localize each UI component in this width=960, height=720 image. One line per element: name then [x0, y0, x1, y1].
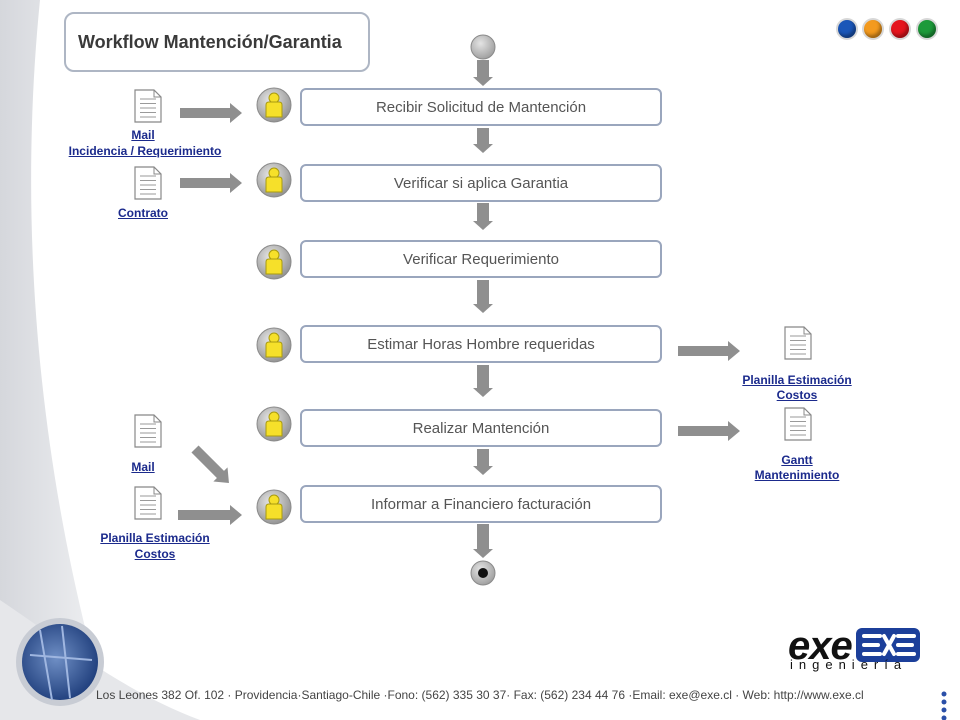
right-arrow: [178, 505, 242, 525]
right-arrow: [180, 103, 242, 123]
workflow-step: Verificar si aplica Garantia: [300, 164, 662, 202]
logo-exe-mark: [856, 628, 920, 662]
page-title: Workflow Mantención/Garantia: [78, 31, 342, 52]
edge-dot: [941, 699, 947, 705]
start-node: [470, 34, 496, 60]
document-icon-fold: [153, 90, 161, 98]
color-dot: [838, 20, 856, 38]
document-icon: [134, 166, 162, 200]
down-arrow: [473, 60, 493, 86]
footer-contact: Los Leones 382 Of. 102 · Providencia·San…: [96, 688, 864, 702]
input-label-contrato: Contrato: [118, 206, 168, 220]
color-dot: [891, 20, 909, 38]
end-node-center: [478, 568, 488, 578]
input-label-costos: Costos: [134, 547, 176, 561]
person-icon-body: [265, 503, 283, 520]
globe-icon: [22, 624, 98, 700]
input-label-mail: Mail: [131, 128, 155, 142]
down-arrow: [473, 280, 493, 313]
color-dot: [864, 20, 882, 38]
document-icon-fold: [153, 415, 161, 423]
color-dot: [918, 20, 936, 38]
person-icon-body: [265, 176, 283, 193]
output-label-costos: Costos: [776, 388, 818, 402]
down-arrow: [473, 524, 493, 558]
output-label-gantt: Gantt: [781, 453, 813, 467]
diagonal-arrow-shape: [191, 445, 229, 483]
workflow-step: Recibir Solicitud de Mantención: [300, 88, 662, 126]
logo-exe-text: exe: [788, 624, 853, 668]
down-arrow: [473, 128, 493, 153]
diagonal-arrow: [191, 445, 229, 483]
workflow-step: Realizar Mantención: [300, 409, 662, 447]
right-arrow: [180, 173, 242, 193]
document-icon: [134, 486, 162, 520]
right-arrow: [678, 341, 740, 361]
document-icon-fold: [153, 487, 161, 495]
document-icon: [784, 326, 812, 360]
input-label-planilla: Planilla Estimación: [100, 531, 210, 545]
right-arrow: [678, 421, 740, 441]
document-icon-fold: [803, 408, 811, 416]
input-label-incidencia: Incidencia / Requerimiento: [68, 144, 222, 158]
document-icon: [784, 407, 812, 441]
document-icon: [134, 414, 162, 448]
workflow-step: Informar a Financiero facturación: [300, 485, 662, 523]
document-icon: [134, 89, 162, 123]
edge-dot: [941, 707, 947, 713]
person-icon-body: [265, 101, 283, 118]
title-box: Workflow Mantención/Garantia: [64, 12, 370, 72]
logo-tagline: ingeniería: [790, 657, 908, 672]
down-arrow: [473, 203, 493, 230]
person-icon-body: [265, 420, 283, 437]
workflow-step: Verificar Requerimiento: [300, 240, 662, 278]
globe-lines: [29, 625, 93, 701]
edge-dot: [941, 691, 947, 697]
person-icon-body: [265, 258, 283, 275]
down-arrow: [473, 365, 493, 397]
edge-dot: [941, 715, 947, 720]
input-label-mail-2: Mail: [131, 460, 155, 474]
workflow-step: Estimar Horas Hombre requeridas: [300, 325, 662, 363]
output-label-planilla: Planilla Estimación: [742, 373, 852, 387]
person-icon-body: [265, 341, 283, 358]
output-label-mantenimiento: Mantenimiento: [754, 468, 840, 482]
down-arrow: [473, 449, 493, 475]
document-icon-fold: [153, 167, 161, 175]
document-icon-fold: [803, 327, 811, 335]
